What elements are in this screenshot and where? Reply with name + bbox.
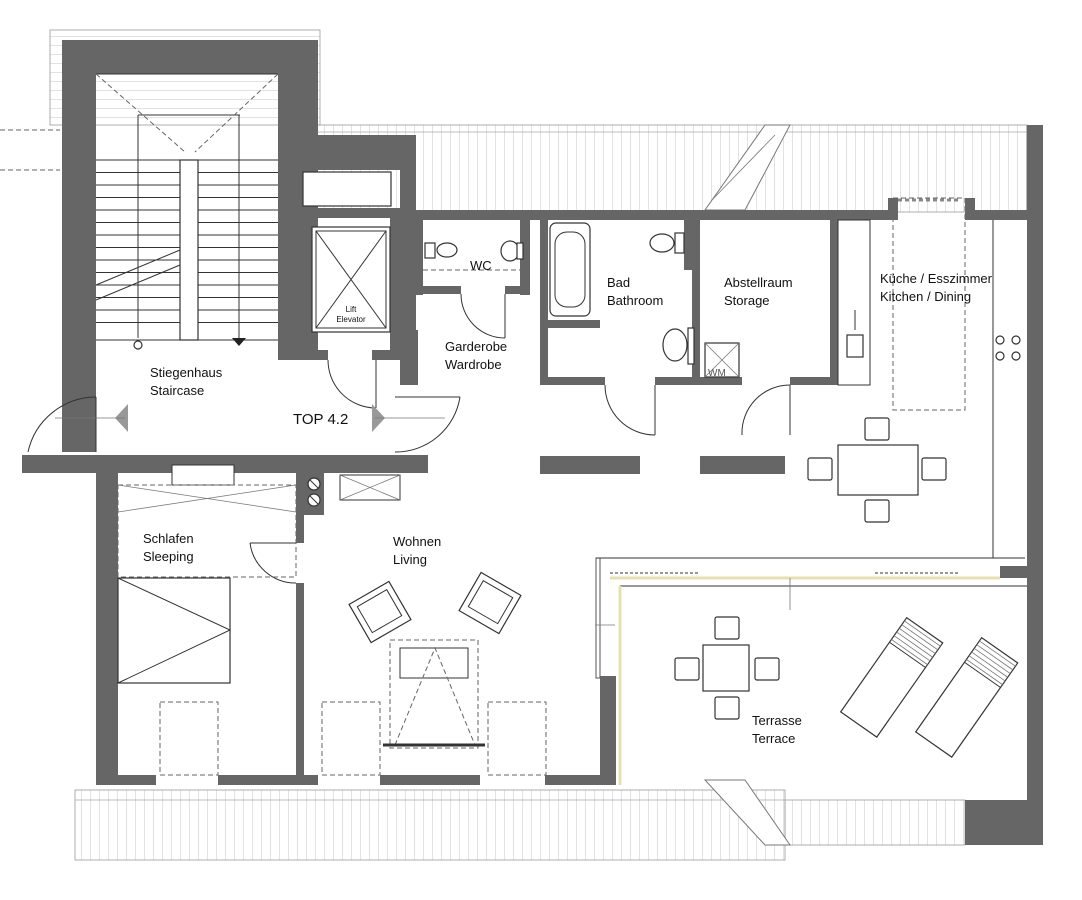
living-furniture [307,474,547,776]
sleeping-label-de: Schlafen [143,531,194,546]
doors [27,293,791,584]
living-label-en: Living [393,552,427,567]
stairs-label-de: Stiegenhaus [150,365,223,380]
wardrobe-label-en: Wardrobe [445,357,502,372]
storage-label-en: Storage [724,293,770,308]
terrace-label-en: Terrace [752,731,795,746]
sun-lounger-right [914,636,1019,758]
living-label-de: Wohnen [393,534,441,549]
bedroom-furniture [117,484,297,776]
staircase-steps [95,73,279,350]
stairs-label-en: Staircase [150,383,204,398]
sockets [307,477,321,505]
lift-label-de: Lift [346,305,357,314]
terrace-table [674,616,780,720]
sun-lounger-left [839,616,944,738]
kitchen-fixtures [837,197,1021,558]
elevator [302,171,392,333]
storage-label-de: Abstellraum [724,275,793,290]
wardrobe-label-de: Garderobe [445,339,507,354]
bathroom-fixtures [549,222,695,365]
wc-label: WC [470,258,492,273]
sleeping-label-en: Sleeping [143,549,194,564]
washing-machine-label: WM [708,368,726,379]
bath-label-de: Bad [607,275,630,290]
direction-arrows [55,404,445,432]
bath-label-en: Bathroom [607,293,663,308]
terrace-label-de: Terrasse [752,713,802,728]
kitchen-label-en: Kitchen / Dining [880,289,971,304]
lift-label-en: Elevator [336,315,366,324]
roof-left [0,129,60,171]
washing-machine [704,342,740,378]
kitchen-label-de: Küche / Esszimmer [880,271,993,286]
wc-fixtures [423,240,524,271]
roof-bottom [74,779,966,861]
dining-table [807,417,947,523]
unit-label: TOP 4.2 [293,411,348,428]
terrace-area [595,557,1027,785]
roof-top [314,124,1028,213]
